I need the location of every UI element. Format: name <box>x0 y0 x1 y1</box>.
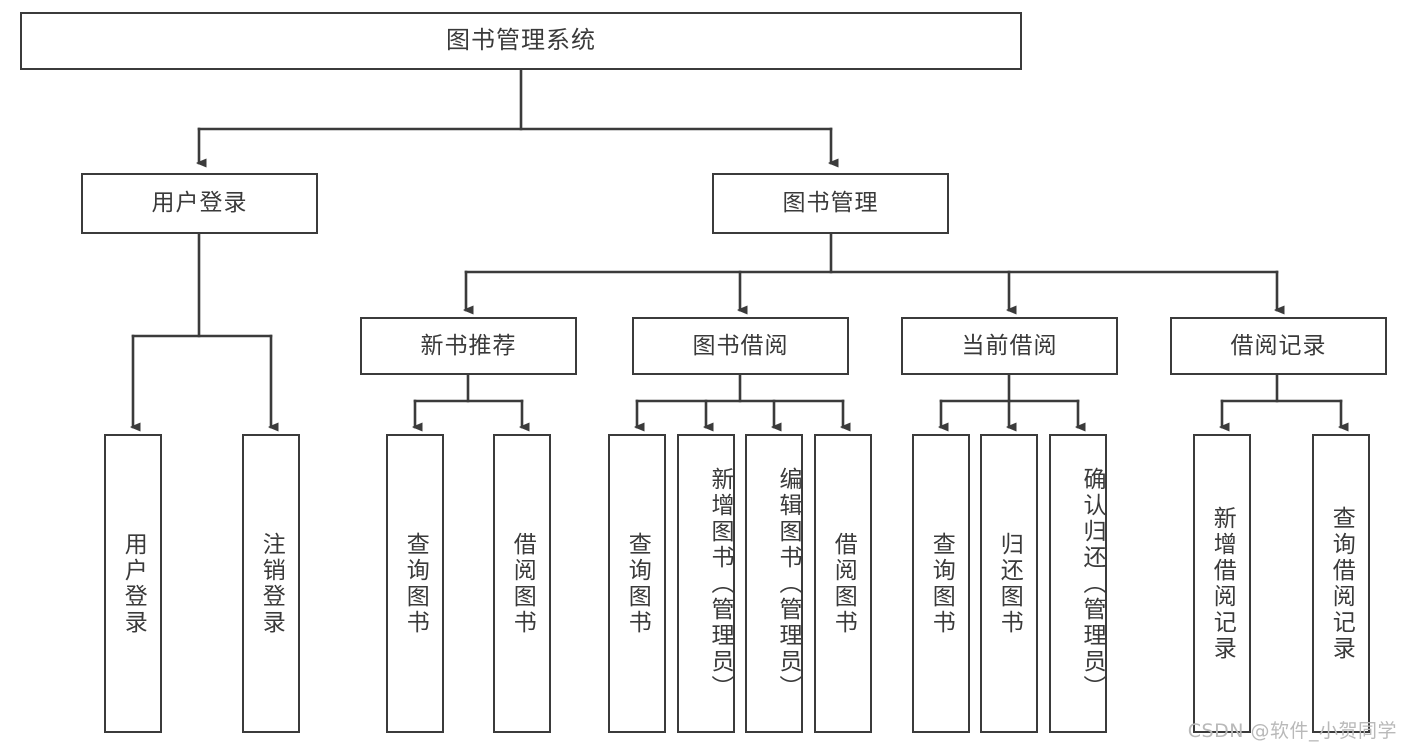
leaf-edit-book-admin[interactable]: 编辑图书（管理员） <box>745 434 803 733</box>
leaf-add-book-admin[interactable]: 新增图书（管理员） <box>677 434 735 733</box>
node-label: 查询图书 <box>402 531 429 636</box>
node-root-book-management-system[interactable]: 图书管理系统 <box>20 12 1022 70</box>
node-label: 图书借阅 <box>692 332 789 359</box>
node-label: 借阅记录 <box>1230 332 1327 359</box>
leaf-add-borrow-record[interactable]: 新增借阅记录 <box>1193 434 1251 733</box>
node-label: 归还图书 <box>996 531 1023 636</box>
node-borrow-record[interactable]: 借阅记录 <box>1170 317 1387 375</box>
leaf-confirm-return-admin[interactable]: 确认归还（管理员） <box>1049 434 1107 733</box>
node-label: 用户登录 <box>120 531 147 636</box>
node-current-borrow[interactable]: 当前借阅 <box>901 317 1118 375</box>
node-label: 新增图书（管理员） <box>707 466 733 701</box>
leaf-query-book-borrow[interactable]: 查询图书 <box>608 434 666 733</box>
node-new-book-recommend[interactable]: 新书推荐 <box>360 317 577 375</box>
node-label: 查询图书 <box>928 531 955 636</box>
node-label: 图书管理 <box>782 190 879 217</box>
leaf-return-book[interactable]: 归还图书 <box>980 434 1038 733</box>
leaf-query-book-current[interactable]: 查询图书 <box>912 434 970 733</box>
node-label: 新书推荐 <box>420 332 517 359</box>
node-label: 查询借阅记录 <box>1328 505 1355 662</box>
node-label: 注销登录 <box>258 531 285 636</box>
node-user-login[interactable]: 用户登录 <box>81 173 318 234</box>
node-label: 用户登录 <box>151 190 248 217</box>
leaf-borrow-book-borrow[interactable]: 借阅图书 <box>814 434 872 733</box>
leaf-query-book-recommend[interactable]: 查询图书 <box>386 434 444 733</box>
node-label: 当前借阅 <box>961 332 1058 359</box>
node-label: 新增借阅记录 <box>1209 505 1236 662</box>
node-label: 借阅图书 <box>509 531 536 636</box>
leaf-borrow-book-recommend[interactable]: 借阅图书 <box>493 434 551 733</box>
leaf-query-borrow-record[interactable]: 查询借阅记录 <box>1312 434 1370 733</box>
watermark-text: CSDN @软件_小贺同学 <box>1187 720 1397 742</box>
node-label: 编辑图书（管理员） <box>775 466 801 701</box>
leaf-user-login[interactable]: 用户登录 <box>104 434 162 733</box>
node-label: 查询图书 <box>624 531 651 636</box>
node-book-management[interactable]: 图书管理 <box>712 173 949 234</box>
node-book-borrow[interactable]: 图书借阅 <box>632 317 849 375</box>
leaf-user-logout[interactable]: 注销登录 <box>242 434 300 733</box>
node-label: 确认归还（管理员） <box>1079 466 1105 701</box>
node-label: 借阅图书 <box>830 531 857 636</box>
node-label: 图书管理系统 <box>446 26 596 55</box>
